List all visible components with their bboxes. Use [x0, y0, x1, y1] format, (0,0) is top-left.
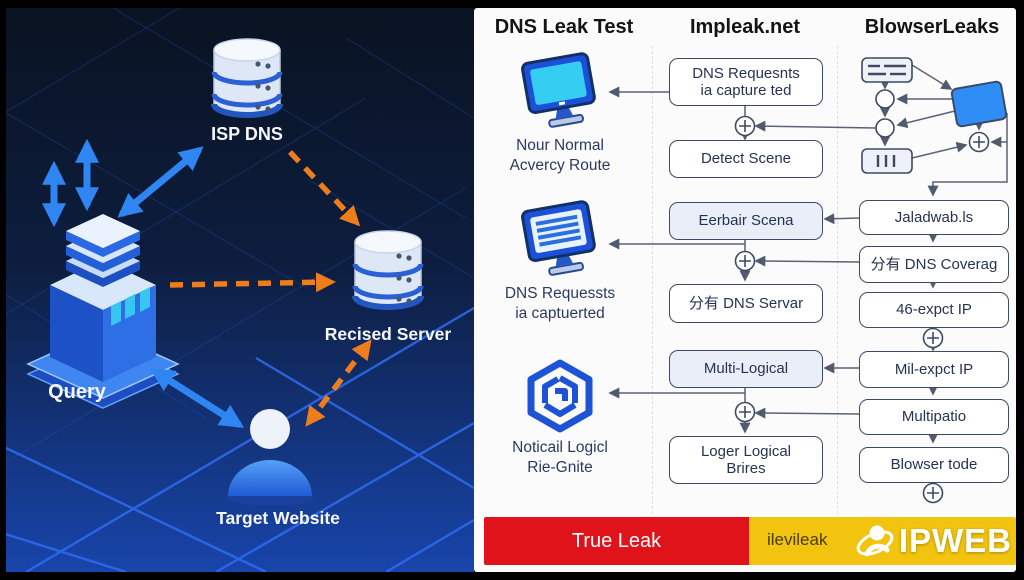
plus-node-icon	[734, 250, 756, 272]
plus-node-icon	[734, 115, 756, 137]
flow-box: 分有 DNS Coverag	[859, 246, 1009, 283]
brand-word: IPWEB	[898, 522, 1012, 559]
node-circle-a	[875, 89, 895, 109]
flow-box: 46-expct IP	[859, 292, 1009, 328]
person-icon-target-website	[226, 409, 314, 506]
database-icon-recised-server	[355, 231, 421, 307]
flow-box: Detect Scene	[669, 140, 823, 178]
plus-node-icon	[734, 401, 756, 423]
network-diagram: ISP DNS Recised Server Qu	[6, 8, 474, 572]
query-label: Query	[48, 381, 107, 403]
isp-dns-label: ISP DNS	[211, 124, 283, 144]
monitor-lines-icon	[518, 196, 602, 289]
target-website-label: Target Website	[216, 508, 340, 528]
hexagon-knot-icon	[522, 358, 598, 439]
column-title-dns-leak-test: DNS Leak Test	[494, 16, 634, 38]
flow-box: Loger Logical Brires	[669, 436, 823, 484]
monitor-icon	[518, 48, 602, 141]
true-leak-label: True Leak	[571, 529, 662, 552]
database-icon-isp-dns	[214, 39, 280, 115]
dashed-arrow-ispdns-server	[287, 150, 361, 227]
column-divider-1	[652, 46, 653, 514]
ipweb-watermark: IPWEB	[853, 518, 1012, 564]
plus-node-icon	[922, 327, 944, 349]
item-label: DNS Requessts ia captuerted	[504, 285, 616, 323]
brand-banner: ilevileak IPWEB	[749, 517, 1016, 565]
column-title-impleak: Impleak.net	[689, 16, 801, 38]
server-icon-query	[26, 214, 180, 409]
dashed-arrow-server-target	[305, 339, 372, 427]
flow-box: 分有 DNS Servar	[669, 284, 823, 323]
double-arrow-query-target	[149, 368, 245, 428]
dashed-arrow-query-server	[169, 272, 336, 293]
list-box-icon	[861, 57, 913, 83]
network-diagram-canvas: ISP DNS Recised Server Qu	[6, 8, 474, 572]
plus-node-icon	[968, 131, 990, 153]
plus-node-icon	[922, 482, 944, 504]
recised-server-label: Recised Server	[325, 324, 452, 344]
flow-box: Multi-Logical	[669, 350, 823, 388]
result-bar: True Leak ilevileak IPWEB	[484, 517, 1016, 565]
flowchart-panel: DNS Leak Test Impleak.net BlowserLeaks	[474, 8, 1016, 572]
mini-flowchart	[861, 57, 1008, 174]
bars-box-icon	[861, 148, 913, 174]
double-arrow-query-ispdns	[117, 146, 204, 218]
flow-box: Mil-expct IP	[859, 351, 1009, 388]
item-label: Noticail Logicl Rie-Gnite	[512, 439, 608, 477]
orange-dashed-arrows	[169, 150, 372, 427]
column-title-blowserleaks: BlowserLeaks	[864, 16, 1000, 38]
blue-screen-icon	[950, 80, 1008, 128]
flow-box: DNS Requesnts ia capture ted	[669, 58, 823, 106]
flow-box: Eerbair Scena	[669, 202, 823, 240]
flow-box: Jaladwab.ls	[859, 200, 1009, 235]
item-label: Nour Normal Acvercy Route	[509, 137, 611, 175]
grid-lines-bright	[6, 306, 474, 572]
yellow-text-fragment: ilevileak	[767, 530, 828, 549]
flow-box: Blowser tode	[859, 447, 1009, 483]
blue-arrows	[42, 138, 245, 428]
true-leak-banner: True Leak	[484, 517, 749, 565]
node-circle-b	[875, 118, 895, 138]
ipweb-logo-icon	[856, 525, 894, 557]
column-divider-2	[837, 46, 838, 514]
flow-box: Multipatio	[859, 399, 1009, 435]
